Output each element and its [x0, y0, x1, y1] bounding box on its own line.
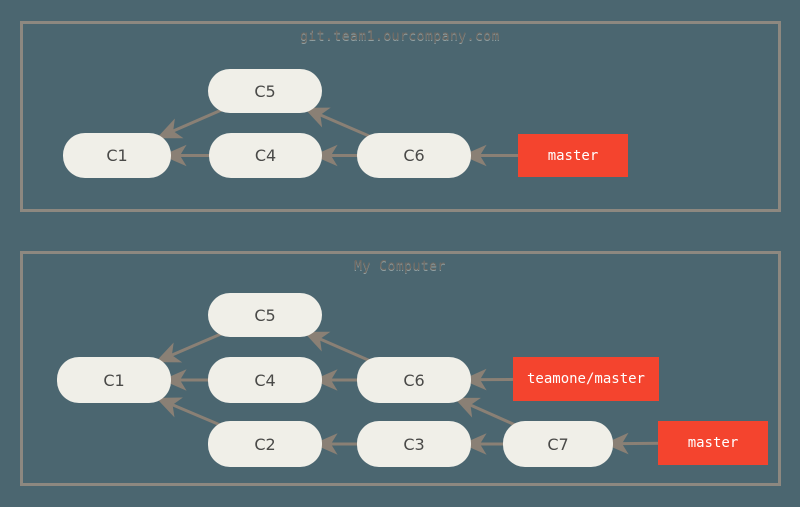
branch-label-text: teamone/master	[526, 371, 645, 387]
commit-label: C5	[254, 81, 276, 101]
branch-label-text: master	[687, 435, 739, 451]
commit-label: C1	[103, 370, 125, 390]
commit-label: C4	[254, 370, 276, 390]
commit-node-local-c4: C4	[208, 357, 322, 403]
commit-label: C3	[403, 434, 425, 454]
panel-local-title: My Computer	[354, 259, 446, 274]
commit-node-remote-c6: C6	[357, 133, 471, 178]
commit-node-local-c3: C3	[357, 421, 471, 467]
panel-remote-repository	[20, 21, 781, 212]
commit-label: C5	[254, 305, 276, 325]
commit-label: C7	[547, 434, 569, 454]
commit-label: C6	[403, 370, 425, 390]
commit-node-local-c2: C2	[208, 421, 322, 467]
commit-label: C6	[403, 146, 425, 165]
branch-label-remote-master: master	[518, 134, 628, 177]
commit-node-local-c6: C6	[357, 357, 471, 403]
commit-node-remote-c4: C4	[209, 133, 322, 178]
commit-label: C2	[254, 434, 276, 454]
commit-node-local-c7: C7	[503, 421, 613, 467]
commit-node-local-c1: C1	[57, 357, 171, 403]
branch-label-local-master: master	[658, 421, 768, 465]
commit-node-local-c5: C5	[208, 293, 322, 337]
branch-label-local-teamone-master: teamone/master	[513, 357, 659, 401]
panel-remote-title: git.team1.ourcompany.com	[300, 29, 500, 44]
commit-label: C1	[106, 146, 128, 165]
branch-label-text: master	[547, 147, 599, 164]
commit-node-remote-c1: C1	[63, 133, 171, 178]
panel-local-repository	[20, 251, 781, 486]
commit-node-remote-c5: C5	[208, 69, 322, 113]
commit-label: C4	[254, 146, 277, 165]
